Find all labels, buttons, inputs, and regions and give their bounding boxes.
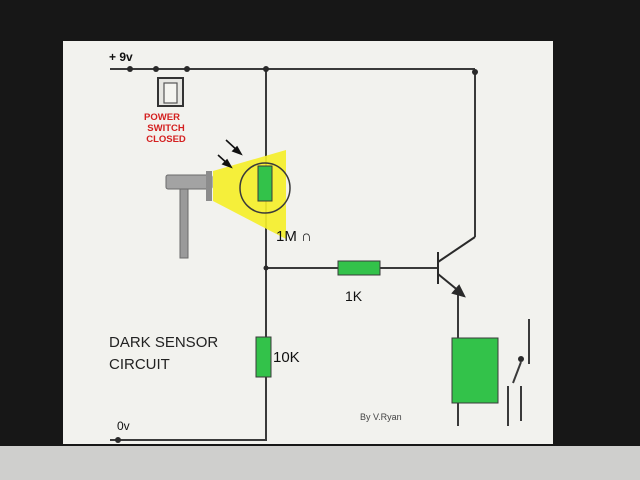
junction-dot [263, 66, 269, 72]
switch-caption-line-1: POWER [144, 112, 180, 123]
title-line-2: CIRCUIT [109, 356, 170, 373]
junction-dot [153, 66, 159, 72]
power-switch [157, 77, 184, 107]
arrow-icon [217, 139, 243, 169]
circuit-diagram: POWER SWITCH CLOSED [109, 50, 530, 443]
ldr [257, 165, 273, 202]
junction-dot [115, 437, 121, 443]
title-line-1: DARK SENSOR [109, 334, 218, 351]
supply-ground-label: 0v [117, 419, 130, 433]
junction-dot [472, 69, 478, 75]
pulldown-resistor-label: 10K [273, 349, 300, 366]
ldr-value-label: 1M ∩ [276, 228, 312, 245]
circuit-screen: POWER SWITCH CLOSED [63, 41, 553, 444]
pulldown-resistor [255, 336, 272, 378]
junction-dots [115, 66, 478, 443]
junction-dot [263, 265, 269, 271]
switch-caption-line-3: CLOSED [146, 134, 186, 145]
base-resistor-label: 1K [345, 288, 363, 304]
bottom-strip [0, 446, 640, 480]
author-credit: By V.Ryan [360, 412, 402, 422]
relay-switch-icon [507, 319, 530, 426]
base-resistor [337, 260, 381, 276]
junction-dot [127, 66, 133, 72]
torch-icon [165, 171, 213, 259]
switch-caption-line-2: SWITCH [147, 123, 185, 134]
supply-positive-label: + 9v [109, 50, 133, 64]
ldr-outline [239, 162, 291, 214]
relay-coil [451, 337, 499, 404]
npn-transistor-icon [437, 236, 476, 298]
wires [110, 68, 476, 441]
junction-dot [184, 66, 190, 72]
